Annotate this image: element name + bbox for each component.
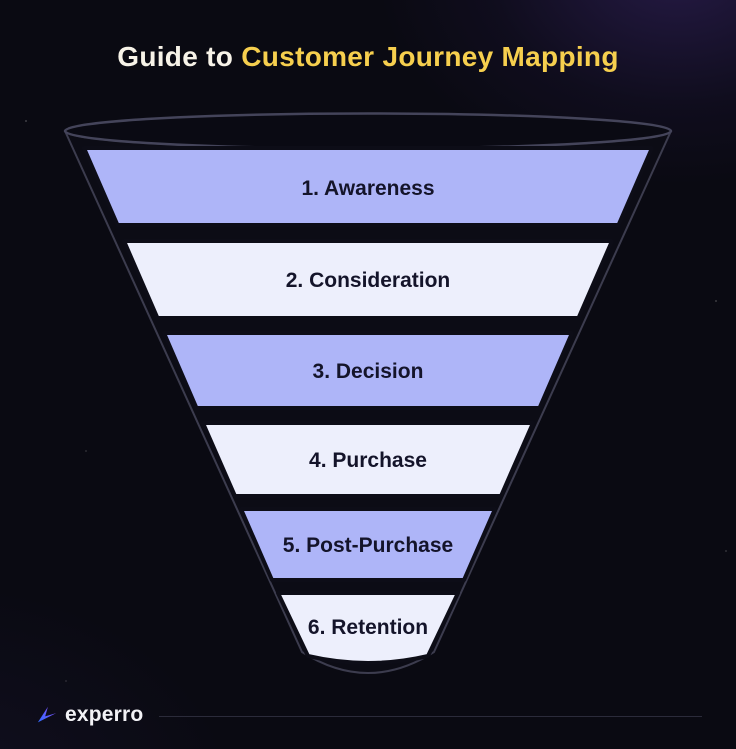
title-highlight: Customer Journey Mapping: [241, 41, 619, 72]
funnel-stage-2-shape: [122, 239, 614, 320]
funnel-rim-ellipse: [63, 112, 673, 150]
experro-logo-icon: [37, 706, 57, 723]
page-title: Guide to Customer Journey Mapping: [0, 41, 736, 73]
funnel-stage-3-label: 3. Decision: [313, 360, 424, 383]
background-stars: [25, 120, 27, 122]
footer: experro: [36, 703, 702, 727]
funnel-stage-6-label: 6. Retention: [308, 616, 428, 639]
funnel-stage-5-label: 5. Post-Purchase: [283, 534, 453, 557]
experro-logo-text: experro: [65, 703, 144, 726]
funnel-stage-1-label: 1. Awareness: [301, 177, 434, 200]
funnel-stage-4-shape: [201, 421, 535, 498]
footer-divider-line: [159, 715, 702, 717]
funnel-stage-2-label: 2. Consideration: [286, 269, 451, 292]
funnel-stage-5-shape: [239, 507, 497, 582]
funnel-stage-4-label: 4. Purchase: [309, 449, 427, 472]
title-prefix: Guide to: [117, 41, 242, 72]
funnel-stage-1-shape: [82, 146, 654, 227]
funnel-stage-6-shape: [276, 591, 460, 665]
funnel-stage-3-shape: [162, 331, 574, 410]
